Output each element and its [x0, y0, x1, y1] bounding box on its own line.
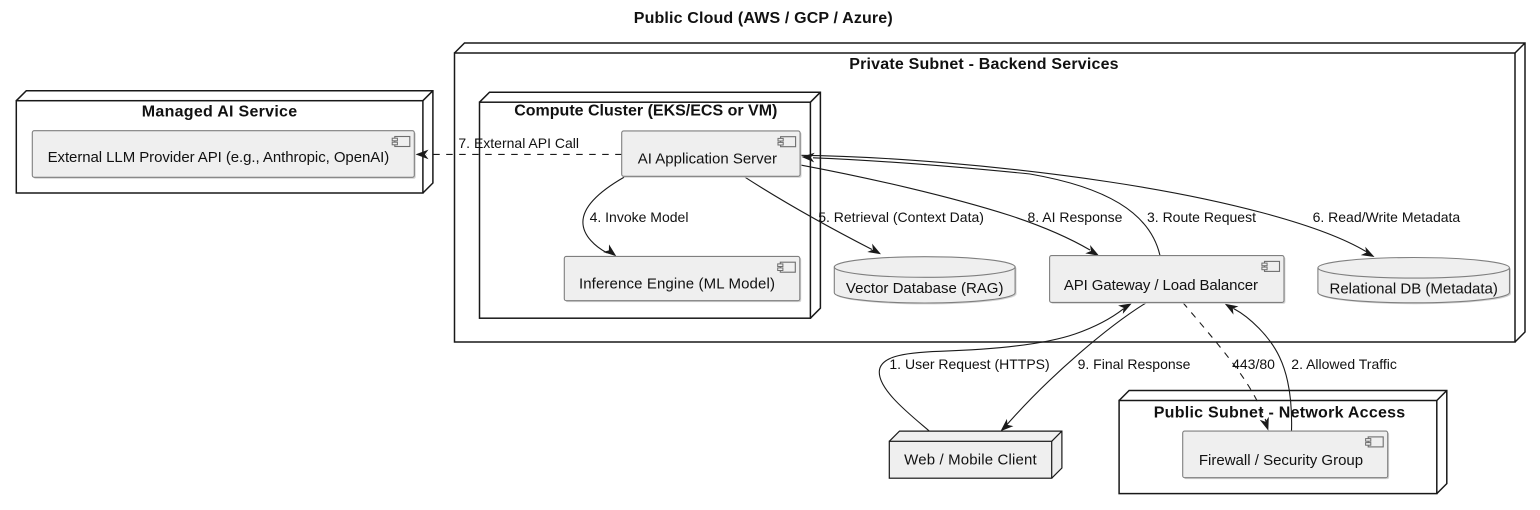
svg-text:1. User Request (HTTPS): 1. User Request (HTTPS)	[889, 356, 1049, 372]
svg-text:9. Final Response: 9. Final Response	[1078, 356, 1191, 372]
svg-text:443/80: 443/80	[1232, 356, 1275, 372]
svg-text:Vector Database (RAG): Vector Database (RAG)	[846, 280, 1004, 297]
svg-text:4. Invoke Model: 4. Invoke Model	[590, 209, 689, 225]
svg-text:7. External API Call: 7. External API Call	[458, 135, 579, 151]
svg-text:Compute Cluster (EKS/ECS or VM: Compute Cluster (EKS/ECS or VM)	[514, 103, 777, 120]
svg-text:2. Allowed Traffic: 2. Allowed Traffic	[1291, 356, 1397, 372]
svg-text:External LLM Provider API (e.g: External LLM Provider API (e.g., Anthrop…	[48, 149, 390, 166]
svg-text:6. Read/Write Metadata: 6. Read/Write Metadata	[1313, 209, 1461, 225]
svg-text:Firewall / Security Group: Firewall / Security Group	[1199, 452, 1363, 469]
svg-text:Relational DB (Metadata): Relational DB (Metadata)	[1329, 280, 1497, 297]
svg-text:Private Subnet - Backend Servi: Private Subnet - Backend Services	[849, 56, 1119, 73]
svg-text:Managed AI Service: Managed AI Service	[142, 104, 298, 121]
svg-text:Inference Engine (ML Model): Inference Engine (ML Model)	[579, 276, 775, 293]
svg-text:API Gateway / Load Balancer: API Gateway / Load Balancer	[1064, 277, 1258, 294]
svg-text:AI Application Server: AI Application Server	[638, 151, 777, 168]
svg-text:8. AI Response: 8. AI Response	[1028, 209, 1123, 225]
svg-text:Web / Mobile Client: Web / Mobile Client	[904, 452, 1037, 469]
svg-text:5. Retrieval (Context Data): 5. Retrieval (Context Data)	[818, 209, 984, 225]
svg-text:Public Cloud (AWS / GCP / Azur: Public Cloud (AWS / GCP / Azure)	[634, 10, 893, 27]
svg-text:3. Route Request: 3. Route Request	[1147, 209, 1256, 225]
svg-text:Public Subnet - Network Access: Public Subnet - Network Access	[1154, 405, 1406, 422]
